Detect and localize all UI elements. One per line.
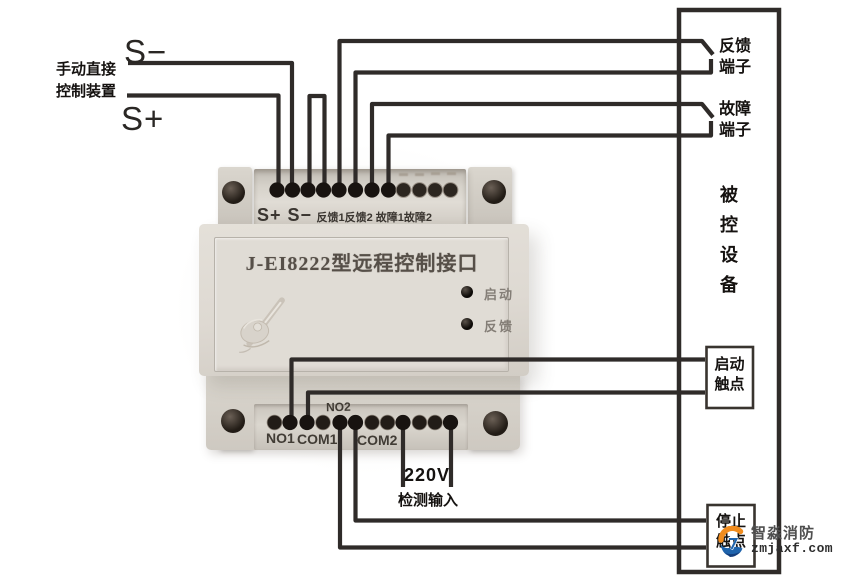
terminal-label-com2: COM2 (357, 432, 398, 448)
top-terminal-holes (269, 182, 459, 198)
controlled-equipment-label: 被 控 设 备 (720, 181, 738, 297)
terminal-print-mark (415, 173, 424, 176)
controlled-equipment-box (676, 7, 782, 575)
top-terminal-block (254, 169, 466, 226)
controlled-equipment-char: 设 (720, 245, 738, 265)
screw-hole-icon (221, 409, 245, 433)
voltage-label: 220V (403, 465, 451, 485)
terminal-print-mark (447, 172, 456, 175)
stop-contact-label: 停止 触点 (707, 512, 755, 552)
watermark-text: 智淼消防 zmjaxf.com (751, 526, 833, 556)
start-contact-line2: 触点 (714, 376, 745, 393)
feedback-terminal-line1: 反馈 (719, 38, 752, 55)
manual-control-label-line1: 手动直接 (56, 61, 117, 78)
device-model-title: J-EI8222型远程控制接口 (245, 253, 479, 275)
terminal-print-mark (431, 172, 440, 175)
bottom-terminal-wires (289, 357, 706, 550)
screw-hole-icon (482, 180, 506, 204)
controlled-equipment-char: 被 (720, 185, 738, 205)
top-terminal-strip-label: S+ S− 反馈1反馈2 故障1故障2 (257, 205, 432, 226)
brand-swirl-icon (718, 526, 744, 557)
watermark-brand: 智淼消防 (751, 525, 816, 542)
stop-contact-line1: 停止 (715, 513, 746, 530)
manual-control-label-line2: 控制装置 (56, 83, 117, 100)
bottom-terminal-holes (266, 414, 459, 431)
controlled-equipment-char: 控 (720, 215, 738, 235)
watermark-logo: 智淼消防 zmjaxf.com (716, 526, 833, 558)
terminal-print-mark (399, 173, 408, 176)
detect-input-label: 检测输入 (397, 492, 458, 509)
fault-terminal-label: 故障 端子 (719, 99, 751, 141)
terminal-label-no1: NO1 (266, 430, 295, 446)
start-contact-box (705, 345, 755, 410)
s-minus-label: S− (124, 33, 168, 70)
start-led-label: 启动 (484, 287, 515, 302)
feedback-terminal-line2: 端子 (719, 59, 752, 76)
fault-terminal-line2: 端子 (719, 122, 752, 139)
device-front-panel (214, 237, 509, 372)
feedback-terminal-label: 反馈 端子 (719, 36, 751, 78)
screw-hole-icon (222, 181, 245, 204)
screw-hole-icon (483, 411, 508, 436)
s-plus-label: S+ (121, 100, 165, 137)
controlled-equipment-char: 备 (720, 275, 738, 295)
strip-label-main: S+ S− (257, 205, 313, 225)
start-contact-label: 启动 触点 (706, 355, 753, 395)
embossed-brand-emblem-icon (239, 297, 285, 353)
top-terminal-wires (127, 38, 715, 188)
start-contact-line1: 启动 (714, 356, 745, 373)
watermark-site: zmjaxf.com (751, 541, 834, 556)
terminal-label-com1: COM1 (297, 431, 338, 447)
feedback-led-label: 反馈 (484, 319, 515, 334)
feedback-led-icon (461, 318, 473, 330)
strip-label-sub: 反馈1反馈2 故障1故障2 (316, 212, 433, 224)
start-led-icon (461, 286, 473, 298)
fault-terminal-line1: 故障 (719, 101, 752, 118)
